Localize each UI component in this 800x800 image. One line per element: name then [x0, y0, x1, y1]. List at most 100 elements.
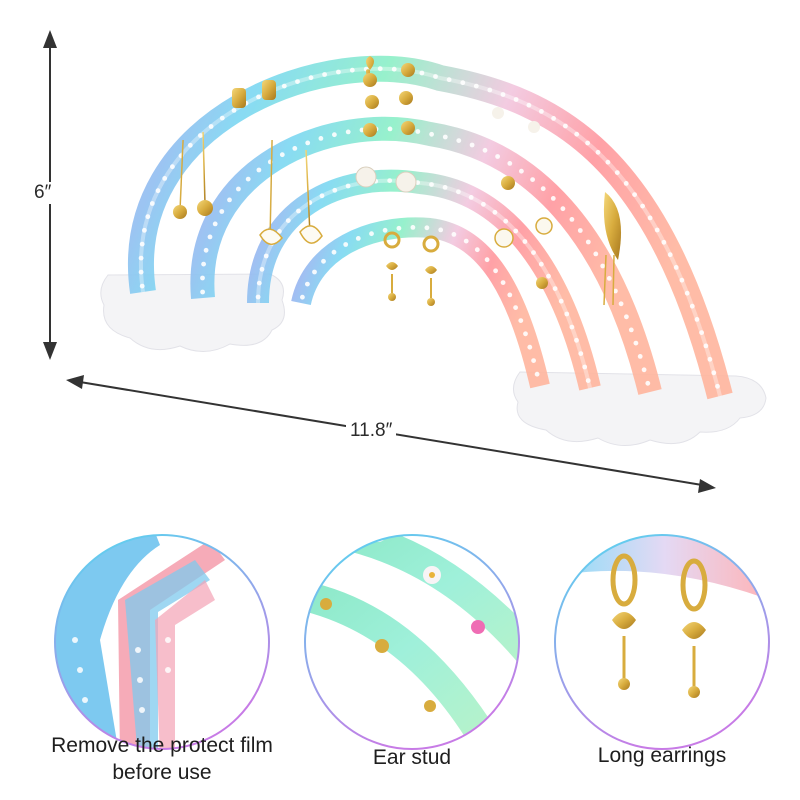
peg-hole	[255, 294, 261, 300]
peg-hole	[285, 218, 291, 224]
peg-hole	[585, 239, 591, 245]
peg-hole	[585, 140, 590, 146]
peg-hole	[438, 227, 444, 233]
left-cloud-base	[100, 273, 285, 352]
ear-stud-arc-upper	[335, 535, 519, 665]
peg-hole	[539, 109, 544, 114]
peg-hole	[606, 276, 612, 281]
peg-hole	[495, 154, 500, 159]
peg-hole	[673, 265, 679, 270]
peg-hole	[460, 80, 466, 86]
peg-hole	[500, 280, 506, 285]
peg-hole	[474, 247, 480, 253]
peg-hole	[355, 236, 361, 241]
peg-hole	[564, 311, 570, 317]
peg-hole	[487, 87, 493, 93]
peg-hole	[715, 383, 720, 389]
peg-hole	[415, 129, 421, 134]
peg-hole	[442, 134, 448, 140]
width-label: 11.8″	[346, 420, 397, 442]
peg-hole	[382, 227, 388, 233]
peg-hole	[684, 290, 690, 296]
peg-hole	[711, 370, 717, 376]
peg-hole	[429, 182, 434, 187]
peg-hole	[155, 188, 161, 194]
peg-hole	[623, 181, 629, 186]
peg-hole	[550, 196, 556, 201]
peg-hole	[295, 79, 300, 84]
peg-hole	[582, 364, 588, 370]
peg-hole	[424, 225, 430, 231]
peg-hole	[231, 108, 237, 113]
peg-hole	[139, 241, 145, 247]
peg-hole	[503, 218, 509, 224]
peg-hole	[419, 70, 425, 76]
peg-hole	[577, 228, 583, 233]
peg-hole	[552, 286, 558, 291]
peg-hole	[484, 257, 490, 263]
peg-hole	[446, 77, 452, 83]
peg-hole	[201, 261, 207, 267]
peg-hole	[600, 263, 606, 269]
peg-hole	[256, 280, 262, 286]
peg-hole	[207, 234, 213, 240]
caption-ear-stud: Ear stud	[372, 746, 452, 769]
peg-hole	[569, 217, 575, 222]
ear-stud-arc-lower	[305, 580, 490, 745]
stand-earrings	[173, 56, 622, 306]
peg-hole	[281, 83, 287, 89]
peg-hole	[546, 273, 551, 279]
peg-hole	[332, 132, 337, 138]
peg-hole	[558, 298, 564, 304]
peg-hole	[256, 94, 261, 100]
peg-hole	[632, 192, 637, 198]
peg-hole	[200, 275, 205, 281]
rainbow-earring-stand	[100, 55, 767, 446]
peg-hole	[331, 249, 337, 255]
peg-hole	[322, 72, 327, 77]
peg-hole	[332, 187, 338, 193]
peg-hole	[138, 269, 144, 275]
peg-hole	[569, 324, 575, 330]
peg-hole	[219, 209, 225, 214]
peg-hole	[369, 231, 374, 237]
peg-hole	[442, 185, 448, 190]
peg-hole	[138, 255, 144, 261]
peg-hole	[198, 133, 203, 138]
peg-hole	[519, 168, 524, 174]
peg-hole	[142, 227, 147, 233]
peg-hole	[387, 126, 393, 132]
peg-hole	[145, 214, 151, 220]
peg-hole	[451, 232, 457, 237]
peg-hole	[531, 250, 536, 256]
peg-hole	[522, 239, 528, 244]
peg-hole	[391, 66, 397, 72]
rainbow-arcs	[128, 55, 733, 400]
peg-hole	[531, 358, 536, 363]
peg-hole	[296, 208, 301, 214]
peg-hole	[321, 258, 326, 264]
peg-hole	[200, 289, 206, 295]
peg-hole	[694, 317, 700, 322]
peg-hole	[396, 225, 402, 231]
peg-hole	[319, 193, 325, 199]
peg-hole	[527, 344, 533, 350]
peg-hole	[534, 371, 540, 377]
peg-hole	[170, 164, 175, 170]
peg-hole	[318, 136, 324, 141]
peg-hole	[637, 354, 643, 359]
peg-hole	[433, 74, 438, 79]
peg-hole	[560, 206, 566, 212]
peg-hole	[473, 83, 479, 89]
peg-hole	[605, 159, 611, 165]
peg-hole	[208, 124, 214, 129]
peg-hole	[493, 268, 498, 274]
peg-hole	[628, 327, 634, 333]
peg-hole	[633, 340, 639, 346]
peg-hole	[463, 238, 469, 244]
detail-circle-ear-stud	[304, 534, 520, 750]
caption-long-earrings: Long earrings	[597, 744, 727, 767]
peg-hole	[526, 102, 532, 108]
peg-hole	[640, 203, 645, 209]
peg-hole	[699, 330, 704, 335]
